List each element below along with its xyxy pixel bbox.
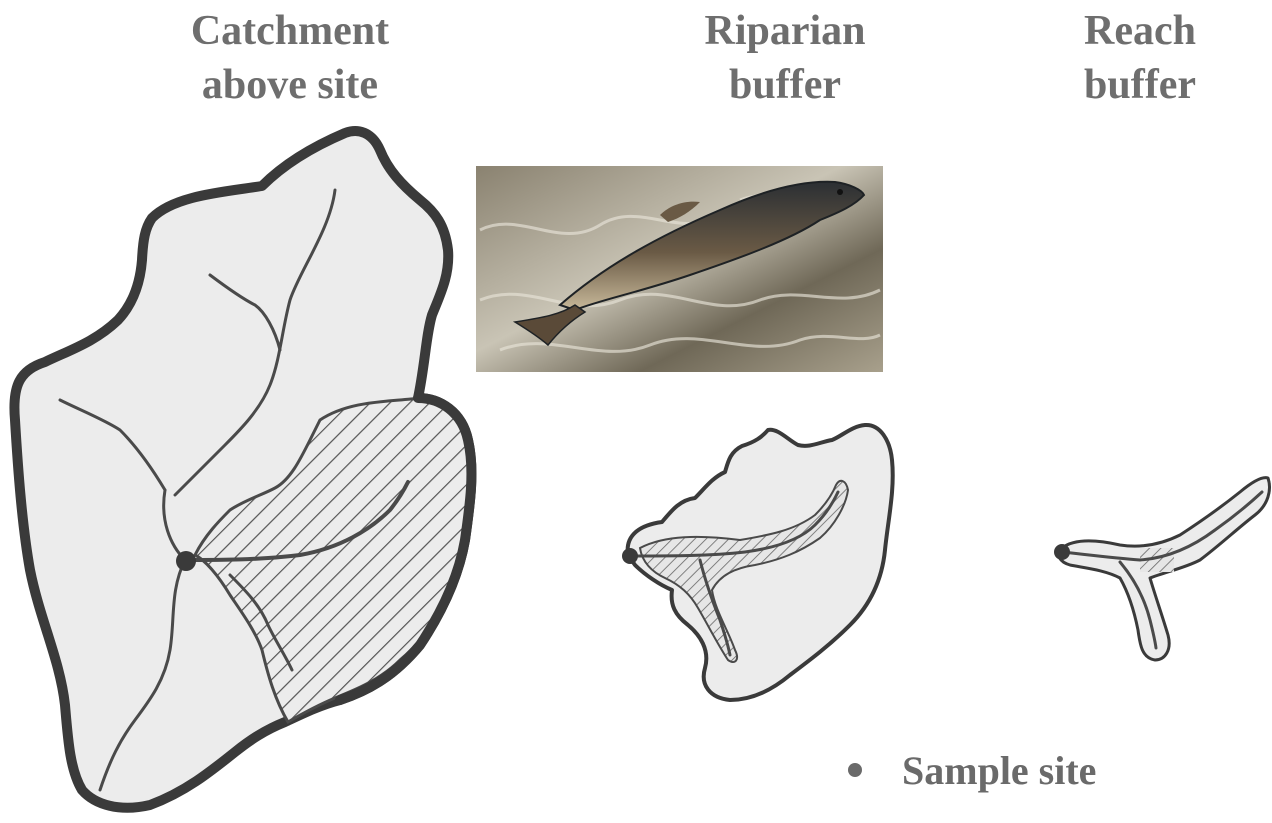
riparian-sample-site: [622, 548, 638, 564]
riparian-diagram: [622, 425, 893, 700]
legend: Sample site: [848, 740, 1096, 800]
catchment-diagram: [14, 131, 471, 808]
reach-diagram: [1054, 478, 1269, 660]
leaping-salmon-photo: [476, 166, 883, 372]
sample-site-marker-icon: [848, 763, 862, 777]
legend-label: Sample site: [902, 747, 1096, 794]
catchment-sample-site: [176, 551, 196, 571]
reach-sample-site: [1054, 544, 1070, 560]
